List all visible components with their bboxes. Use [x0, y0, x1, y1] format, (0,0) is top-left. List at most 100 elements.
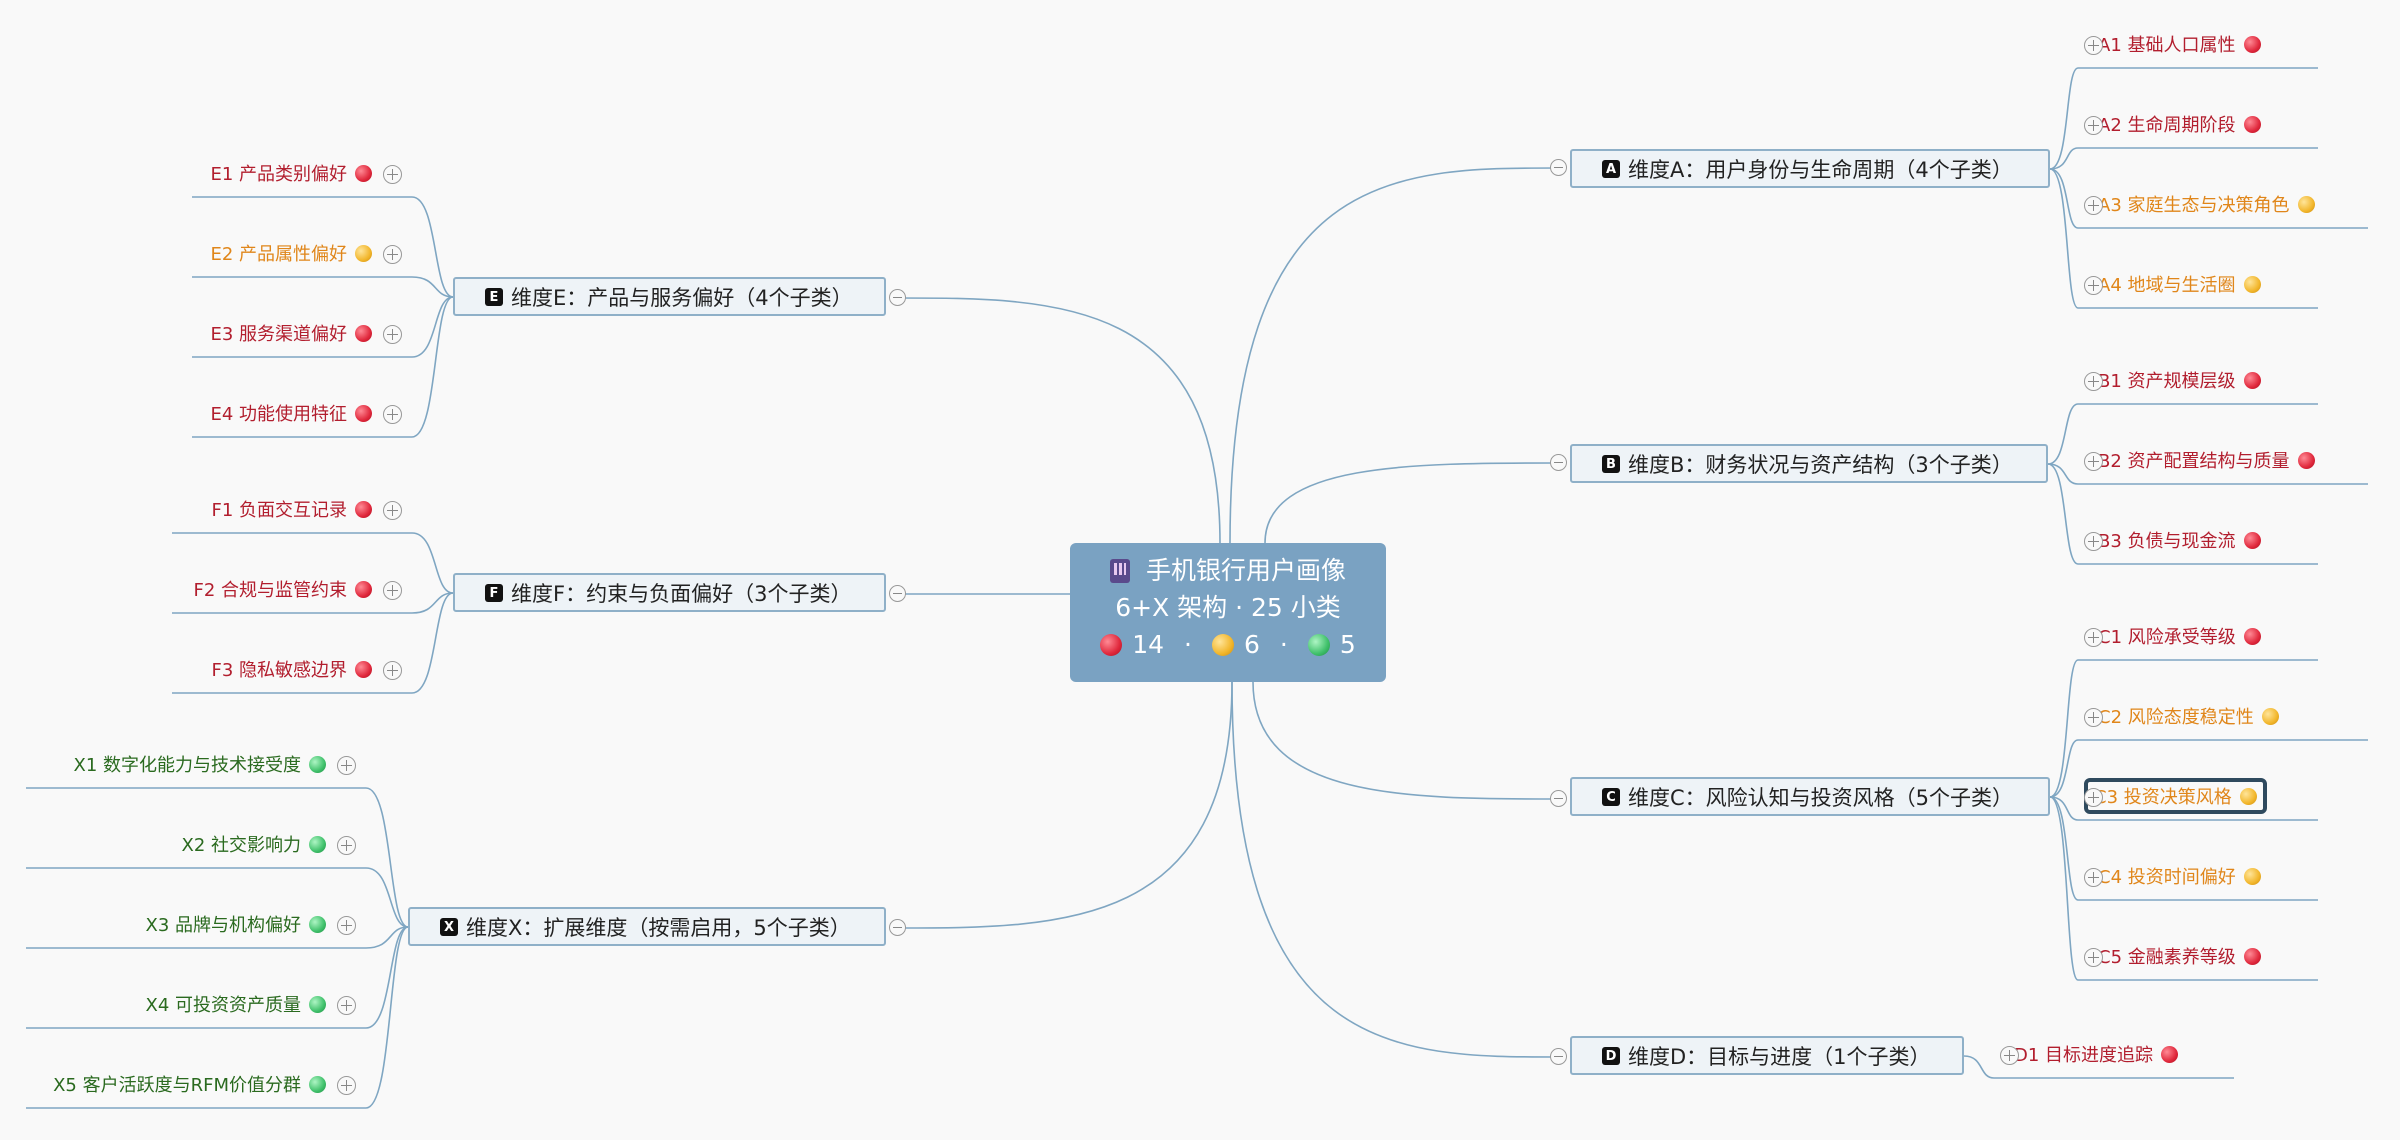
- leaf-a4[interactable]: A4 地域与生活圈: [2098, 269, 2261, 299]
- expand-leaf-button[interactable]: [383, 661, 402, 680]
- leaf-x3[interactable]: X3 品牌与机构偏好: [145, 909, 326, 939]
- expand-leaf-button[interactable]: [2084, 868, 2103, 887]
- branch-b-label: 维度B：财务状况与资产结构（3个子类）: [1628, 452, 2013, 477]
- expand-leaf-button[interactable]: [337, 916, 356, 935]
- branch-c-label: 维度C：风险认知与投资风格（5个子类）: [1628, 785, 2014, 810]
- expand-leaf-button[interactable]: [383, 581, 402, 600]
- branch-c[interactable]: C 维度C：风险认知与投资风格（5个子类）: [1570, 777, 2050, 816]
- red-count: 14: [1132, 630, 1165, 659]
- red-status-icon: [2243, 531, 2261, 549]
- branch-d-label: 维度D：目标与进度（1个子类）: [1628, 1044, 1931, 1069]
- expand-leaf-button[interactable]: [383, 405, 402, 424]
- leaf-c1[interactable]: C1 风险承受等级: [2098, 621, 2261, 651]
- expand-leaf-button[interactable]: [337, 1076, 356, 1095]
- leaf-f1[interactable]: F1 负面交互记录: [211, 494, 372, 524]
- expand-leaf-button[interactable]: [2084, 276, 2103, 295]
- leaf-f2[interactable]: F2 合规与监管约束: [193, 574, 372, 604]
- branch-d[interactable]: D 维度D：目标与进度（1个子类）: [1570, 1036, 1964, 1075]
- expand-leaf-button[interactable]: [2084, 196, 2103, 215]
- badge-c-icon: C: [1602, 788, 1620, 806]
- green-status-icon: [309, 835, 326, 853]
- expand-leaf-button[interactable]: [2084, 788, 2103, 807]
- red-status-icon: [2297, 451, 2315, 469]
- expand-leaf-button[interactable]: [337, 836, 356, 855]
- expand-leaf-button[interactable]: [2084, 452, 2103, 471]
- collapse-x-button[interactable]: [889, 919, 906, 936]
- leaf-c3[interactable]: C3 投资决策风格: [2084, 778, 2267, 814]
- leaf-c4[interactable]: C4 投资时间偏好: [2098, 861, 2261, 891]
- red-status-icon: [2243, 947, 2261, 965]
- central-topic[interactable]: 手机银行用户画像 6+X 架构 · 25 小类 14 · 6 · 5: [1070, 543, 1386, 682]
- leaf-label: F1 负面交互记录: [211, 500, 347, 521]
- expand-leaf-button[interactable]: [2084, 532, 2103, 551]
- expand-leaf-button[interactable]: [383, 501, 402, 520]
- leaf-label: A1 基础人口属性: [2098, 35, 2236, 56]
- leaf-label: X4 可投资资产质量: [145, 995, 301, 1016]
- connector-b-leaf-1: [2047, 403, 2318, 465]
- collapse-c-button[interactable]: [1550, 790, 1567, 807]
- collapse-d-button[interactable]: [1550, 1048, 1567, 1065]
- expand-leaf-button[interactable]: [2000, 1046, 2019, 1065]
- expand-leaf-button[interactable]: [2084, 948, 2103, 967]
- expand-leaf-button[interactable]: [2084, 372, 2103, 391]
- expand-leaf-button[interactable]: [2084, 628, 2103, 647]
- leaf-label: F2 合规与监管约束: [193, 580, 347, 601]
- leaf-c5[interactable]: C5 金融素养等级: [2098, 941, 2261, 971]
- green-status-icon: [309, 1075, 326, 1093]
- leaf-b3[interactable]: B3 负债与现金流: [2098, 525, 2261, 555]
- connector-b-leaf-3: [2047, 463, 2318, 565]
- leaf-e1[interactable]: E1 产品类别偏好: [210, 158, 372, 188]
- leaf-label: B3 负债与现金流: [2098, 531, 2236, 552]
- branch-f-label: 维度F：约束与负面偏好（3个子类）: [511, 581, 852, 606]
- red-status-icon: [2243, 35, 2261, 53]
- leaf-e4[interactable]: E4 功能使用特征: [210, 398, 372, 428]
- badge-x-icon: X: [440, 918, 458, 936]
- leaf-e2[interactable]: E2 产品属性偏好: [210, 238, 372, 268]
- leaf-x5[interactable]: X5 客户活跃度与RFM价值分群: [53, 1069, 326, 1099]
- collapse-b-button[interactable]: [1550, 454, 1567, 471]
- expand-leaf-button[interactable]: [383, 245, 402, 264]
- connector-f-leaf-2: [172, 592, 454, 614]
- separator: ·: [1184, 630, 1192, 659]
- yellow-status-icon: [2261, 707, 2279, 725]
- expand-leaf-button[interactable]: [337, 996, 356, 1015]
- expand-leaf-button[interactable]: [2084, 36, 2103, 55]
- leaf-e3[interactable]: E3 服务渠道偏好: [210, 318, 372, 348]
- expand-leaf-button[interactable]: [337, 756, 356, 775]
- leaf-d1[interactable]: D1 目标进度追踪: [2014, 1039, 2179, 1069]
- collapse-f-button[interactable]: [889, 585, 906, 602]
- expand-leaf-button[interactable]: [2084, 708, 2103, 727]
- collapse-a-button[interactable]: [1550, 159, 1567, 176]
- leaf-f3[interactable]: F3 隐私敏感边界: [211, 654, 372, 684]
- leaf-a2[interactable]: A2 生命周期阶段: [2098, 109, 2261, 139]
- leaf-c2[interactable]: C2 风险态度稳定性: [2098, 701, 2279, 731]
- connector-center-to-e: [896, 297, 1221, 544]
- leaf-x4[interactable]: X4 可投资资产质量: [145, 989, 326, 1019]
- leaf-x1[interactable]: X1 数字化能力与技术接受度: [73, 749, 326, 779]
- leaf-b2[interactable]: B2 资产配置结构与质量: [2098, 445, 2315, 475]
- leaf-label: X5 客户活跃度与RFM价值分群: [53, 1075, 301, 1096]
- green-count: 5: [1339, 630, 1356, 659]
- red-status-icon: [1100, 633, 1123, 656]
- leaf-b1[interactable]: B1 资产规模层级: [2098, 365, 2261, 395]
- badge-d-icon: D: [1602, 1047, 1620, 1065]
- leaf-label: C3 投资决策风格: [2094, 787, 2232, 808]
- red-status-icon: [355, 404, 372, 422]
- central-title: 手机银行用户画像: [1145, 556, 1346, 585]
- yellow-status-icon: [2243, 275, 2261, 293]
- red-status-icon: [2161, 1045, 2179, 1063]
- expand-leaf-button[interactable]: [2084, 116, 2103, 135]
- leaf-x2[interactable]: X2 社交影响力: [181, 829, 326, 859]
- expand-leaf-button[interactable]: [383, 165, 402, 184]
- expand-leaf-button[interactable]: [383, 325, 402, 344]
- collapse-e-button[interactable]: [889, 289, 906, 306]
- leaf-a3[interactable]: A3 家庭生态与决策角色: [2098, 189, 2315, 219]
- leaf-a1[interactable]: A1 基础人口属性: [2098, 29, 2261, 59]
